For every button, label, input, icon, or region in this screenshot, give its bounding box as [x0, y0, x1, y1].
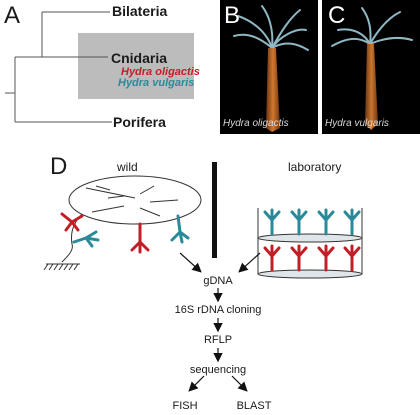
panel-label-a: A	[4, 2, 21, 29]
wild-hydra-red-1	[60, 212, 84, 232]
caption-hydra-oligactis: Hydra oligactis	[223, 118, 289, 129]
step-rflp: RFLP	[203, 334, 233, 346]
arrow-to-blast	[231, 375, 248, 392]
arrow-to-fish	[188, 375, 205, 392]
lab-hydras-red	[263, 244, 361, 272]
wild-hydra-red-2	[130, 222, 150, 254]
phylogeny-tree	[5, 11, 194, 123]
photo-hydra-oligactis: B Hydra oligactis	[220, 0, 318, 134]
wild-hydra-teal-2	[170, 214, 190, 244]
hydra-vulgaris-illustration	[331, 7, 413, 130]
label-wild: wild	[117, 160, 138, 174]
species-hydra-oligactis: Hydra oligactis	[121, 66, 200, 78]
output-blast: BLAST	[236, 400, 272, 412]
photo-hydra-vulgaris: C Hydra vulgaris	[322, 0, 420, 134]
divider-bar	[212, 162, 217, 258]
arrow-lab-to-gdna	[238, 252, 261, 273]
panel-label-b: B	[224, 2, 241, 29]
step-gdna: gDNA	[203, 275, 233, 287]
label-laboratory: laboratory	[288, 160, 342, 174]
step-16s-cloning: 16S rDNA cloning	[174, 304, 262, 316]
taxon-cnidaria: Cnidaria	[111, 50, 168, 66]
taxon-bilateria: Bilateria	[112, 3, 168, 19]
hydra-oligactis-illustration	[233, 5, 309, 132]
output-fish: FISH	[172, 400, 198, 412]
panel-label-d: D	[50, 153, 68, 180]
taxon-porifera: Porifera	[113, 114, 166, 130]
arrow-wild-to-gdna	[179, 252, 202, 273]
wild-hydra-teal-1	[72, 230, 100, 248]
step-sequencing: sequencing	[189, 364, 247, 376]
panel-label-c: C	[328, 2, 346, 29]
lab-hydras-teal	[263, 208, 361, 236]
cnidaria-highlight-box	[78, 33, 194, 99]
sampling-illustration	[43, 162, 363, 392]
lily-pad	[43, 175, 202, 271]
lab-dish-red	[257, 224, 363, 279]
species-hydra-vulgaris: Hydra vulgaris	[118, 77, 195, 89]
caption-hydra-vulgaris: Hydra vulgaris	[325, 118, 389, 129]
